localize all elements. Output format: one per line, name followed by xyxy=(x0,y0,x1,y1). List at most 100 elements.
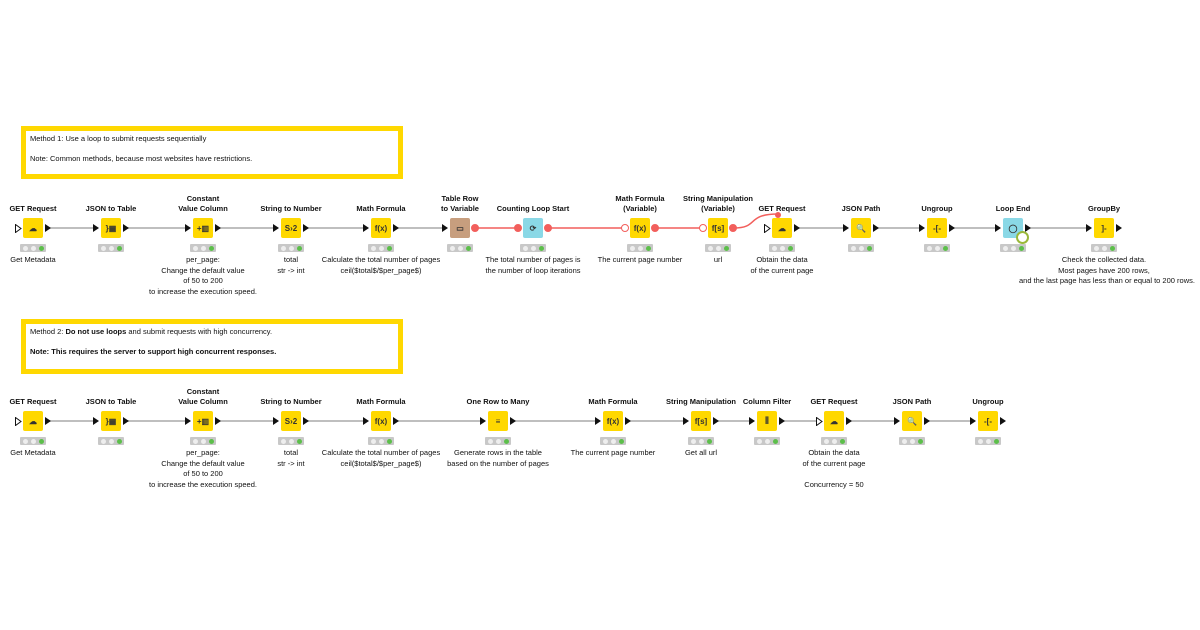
data-input-port[interactable] xyxy=(919,224,925,232)
data-output-port[interactable] xyxy=(510,417,516,425)
string-manipulation-variable-icon[interactable]: f[s] xyxy=(708,218,728,238)
json-path-icon[interactable]: 🔍 xyxy=(851,218,871,238)
input-port-optional[interactable] xyxy=(816,416,823,426)
groupby-icon[interactable]: ]- xyxy=(1094,218,1114,238)
node-ungroup[interactable]: Ungroup -[- xyxy=(852,188,1022,266)
data-output-port[interactable] xyxy=(303,224,309,232)
data-input-port[interactable] xyxy=(185,224,191,232)
data-input-port[interactable] xyxy=(894,417,900,425)
annotation-method-1[interactable]: Method 1: Use a loop to submit requests … xyxy=(21,126,403,179)
math-formula-icon[interactable]: f(x) xyxy=(603,411,623,431)
data-input-port[interactable] xyxy=(749,417,755,425)
data-input-port[interactable] xyxy=(93,417,99,425)
data-output-port[interactable] xyxy=(45,224,51,232)
one-row-to-many-icon[interactable]: ≡ xyxy=(488,411,508,431)
node-math-formula[interactable]: Math Formula f(x) The current page numbe… xyxy=(528,381,698,459)
string-to-number-icon[interactable]: S›2 xyxy=(281,218,301,238)
node-description[interactable]: The current page number xyxy=(555,255,725,266)
data-output-port[interactable] xyxy=(215,417,221,425)
node-loop-end[interactable]: Loop End ◯ xyxy=(928,188,1098,266)
data-input-port[interactable] xyxy=(363,417,369,425)
constant-column-icon[interactable]: +▥ xyxy=(193,218,213,238)
ungroup-icon[interactable]: -[- xyxy=(978,411,998,431)
data-input-port[interactable] xyxy=(93,224,99,232)
data-output-port[interactable] xyxy=(45,417,51,425)
ungroup-icon[interactable]: -[- xyxy=(927,218,947,238)
input-port-optional[interactable] xyxy=(764,223,771,233)
node-json-path[interactable]: JSON Path 🔍 xyxy=(776,188,946,266)
data-output-port[interactable] xyxy=(215,224,221,232)
math-formula-variable-icon[interactable]: f(x) xyxy=(630,218,650,238)
data-output-port[interactable] xyxy=(393,417,399,425)
cloud-download-icon[interactable]: ☁ xyxy=(23,218,43,238)
data-output-port[interactable] xyxy=(873,224,879,232)
flow-variable-out-port[interactable] xyxy=(544,224,552,232)
node-string-manipulation-variable[interactable]: String Manipulation(Variable) f[s] url xyxy=(633,188,803,266)
node-description[interactable]: Get all url xyxy=(616,448,786,459)
constant-column-icon[interactable]: +▥ xyxy=(193,411,213,431)
data-input-port[interactable] xyxy=(1086,224,1092,232)
math-formula-icon[interactable]: f(x) xyxy=(371,411,391,431)
input-port-optional[interactable] xyxy=(15,416,22,426)
math-formula-icon[interactable]: f(x) xyxy=(371,218,391,238)
data-input-port[interactable] xyxy=(683,417,689,425)
node-description[interactable] xyxy=(903,448,1073,459)
data-output-port[interactable] xyxy=(794,224,800,232)
node-groupby[interactable]: GroupBy ]- Check the collected data.Most… xyxy=(1019,188,1195,287)
data-input-port[interactable] xyxy=(843,224,849,232)
loop-start-icon[interactable]: ⟳ xyxy=(523,218,543,238)
data-output-port[interactable] xyxy=(1116,224,1122,232)
data-output-port[interactable] xyxy=(779,417,785,425)
cloud-download-icon[interactable]: ☁ xyxy=(772,218,792,238)
node-column-filter[interactable]: Column Filter ⫼ xyxy=(682,381,852,459)
data-output-port[interactable] xyxy=(1000,417,1006,425)
node-math-formula[interactable]: Math Formula f(x) Calculate the total nu… xyxy=(296,381,466,469)
data-output-port[interactable] xyxy=(123,224,129,232)
data-output-port[interactable] xyxy=(1025,224,1031,232)
column-filter-icon[interactable]: ⫼ xyxy=(757,411,777,431)
data-input-port[interactable] xyxy=(273,224,279,232)
data-output-port[interactable] xyxy=(846,417,852,425)
flow-variable-input-port[interactable] xyxy=(775,212,781,218)
flow-variable-in-port[interactable] xyxy=(699,224,707,232)
data-output-port[interactable] xyxy=(713,417,719,425)
flow-variable-out-port[interactable] xyxy=(651,224,659,232)
data-input-port[interactable] xyxy=(480,417,486,425)
node-math-formula-variable[interactable]: Math Formula(Variable) f(x) The current … xyxy=(555,188,725,266)
node-description[interactable]: Check the collected data.Most pages have… xyxy=(1019,255,1195,287)
flow-variable-out-port[interactable] xyxy=(729,224,737,232)
node-get-request[interactable]: GET Request ☁ Get Metadata xyxy=(0,188,118,266)
json-table-icon[interactable]: }▦ xyxy=(101,411,121,431)
table-row-variable-icon[interactable]: ▭ xyxy=(450,218,470,238)
data-output-port[interactable] xyxy=(949,224,955,232)
data-output-port[interactable] xyxy=(625,417,631,425)
data-input-port[interactable] xyxy=(442,224,448,232)
node-description[interactable]: Get Metadata xyxy=(0,448,118,459)
node-description[interactable]: url xyxy=(633,255,803,266)
input-port-optional[interactable] xyxy=(15,223,22,233)
node-one-row-to-many[interactable]: One Row to Many ≡ Generate rows in the t… xyxy=(413,381,583,469)
data-input-port[interactable] xyxy=(595,417,601,425)
data-input-port[interactable] xyxy=(995,224,1001,232)
node-description[interactable]: The current page number xyxy=(528,448,698,459)
json-table-icon[interactable]: }▦ xyxy=(101,218,121,238)
node-ungroup[interactable]: Ungroup -[- xyxy=(903,381,1073,459)
node-json-to-table[interactable]: JSON to Table }▦ xyxy=(26,188,196,266)
cloud-download-icon[interactable]: ☁ xyxy=(23,411,43,431)
node-json-to-table[interactable]: JSON to Table }▦ xyxy=(26,381,196,459)
flow-variable-in-port[interactable] xyxy=(621,224,629,232)
